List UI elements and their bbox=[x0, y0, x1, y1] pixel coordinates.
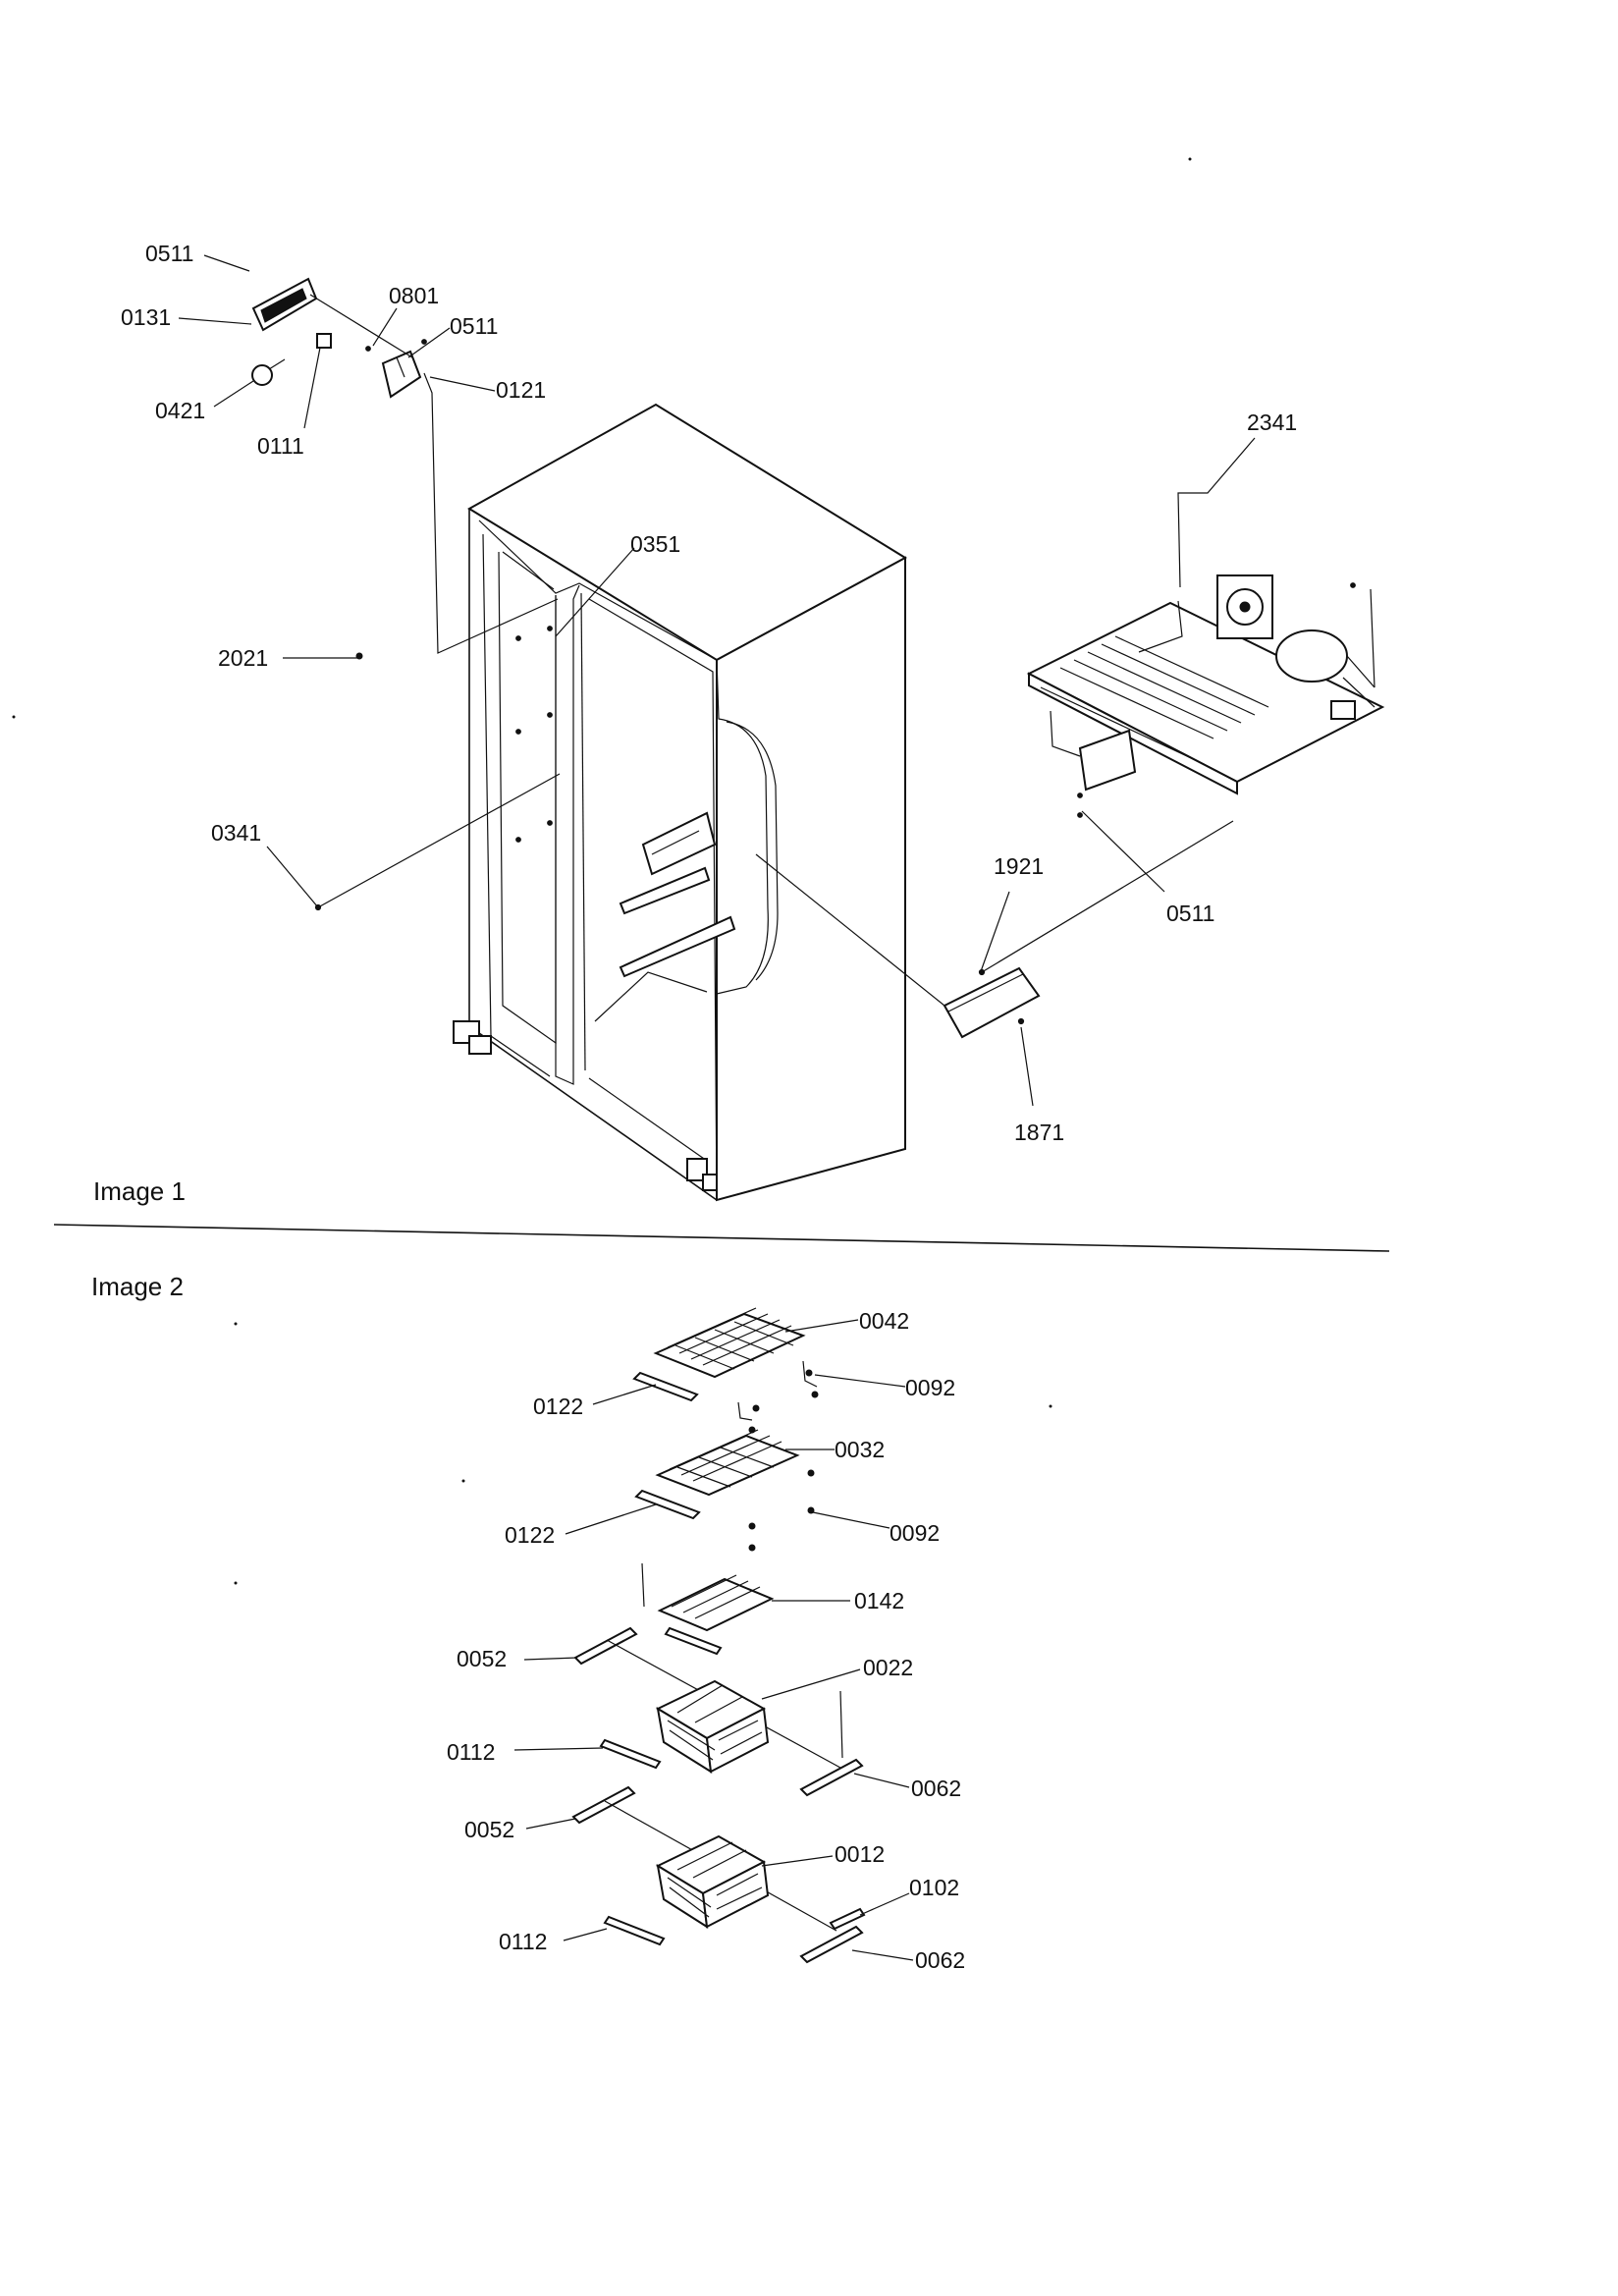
callout-0012: 0012 bbox=[761, 1841, 885, 1867]
callout-0801: 0801 bbox=[372, 283, 439, 347]
callout-0122-top: 0122 bbox=[533, 1384, 657, 1419]
callout-label: 0121 bbox=[496, 377, 546, 403]
section-title-image-2: Image 2 bbox=[91, 1272, 184, 1301]
callout-0122-middle: 0122 bbox=[505, 1503, 657, 1548]
callout-0092-middle: 0092 bbox=[812, 1511, 940, 1546]
callout-0142: 0142 bbox=[772, 1588, 904, 1613]
middle-wire-shelf bbox=[634, 1429, 815, 1552]
callout-label: 0351 bbox=[630, 531, 680, 557]
access-panel bbox=[755, 820, 1234, 1039]
upper-basket-assembly bbox=[573, 1626, 864, 1797]
callout-label: 0112 bbox=[447, 1739, 495, 1765]
callout-label: 0092 bbox=[890, 1520, 940, 1546]
callout-label: 0102 bbox=[909, 1875, 959, 1900]
callout-0112-upper: 0112 bbox=[447, 1739, 604, 1765]
callout-0022: 0022 bbox=[761, 1655, 913, 1700]
callout-label: 0111 bbox=[257, 433, 304, 459]
callout-label: 0511 bbox=[145, 241, 193, 266]
scan-specks bbox=[12, 157, 1192, 1585]
callout-0052-lower: 0052 bbox=[464, 1817, 576, 1842]
callout-label: 0341 bbox=[211, 820, 261, 846]
callout-0032: 0032 bbox=[785, 1437, 885, 1462]
callout-0511-system: 0511 bbox=[1081, 810, 1214, 926]
callout-label: 0142 bbox=[854, 1588, 904, 1613]
callout-0511-light: 0511 bbox=[407, 313, 498, 358]
callout-1921: 1921 bbox=[979, 853, 1044, 975]
callout-0131: 0131 bbox=[121, 304, 252, 330]
small-wire-shelf bbox=[641, 1562, 775, 1656]
callout-0111: 0111 bbox=[257, 347, 321, 459]
callout-label: 0052 bbox=[464, 1817, 514, 1842]
callout-label: 2021 bbox=[218, 645, 268, 671]
callout-label: 0032 bbox=[835, 1437, 885, 1462]
callout-0341: 0341 bbox=[211, 773, 561, 911]
section-divider bbox=[53, 1224, 1390, 1252]
callout-label: 0511 bbox=[1166, 901, 1214, 926]
callout-label: 0122 bbox=[533, 1394, 583, 1419]
callout-label: 0511 bbox=[450, 313, 498, 339]
callout-0102: 0102 bbox=[859, 1875, 959, 1916]
callout-label: 0042 bbox=[859, 1308, 909, 1334]
callout-label: 0801 bbox=[389, 283, 439, 308]
callout-0351: 0351 bbox=[555, 531, 680, 637]
callout-label: 0022 bbox=[863, 1655, 913, 1680]
callout-label: 0052 bbox=[457, 1646, 507, 1671]
callout-0092-top: 0092 bbox=[814, 1374, 955, 1400]
callout-label: 0131 bbox=[121, 304, 171, 330]
callout-2341: 2341 bbox=[1177, 410, 1297, 588]
callout-2021: 2021 bbox=[218, 645, 357, 671]
light-assembly bbox=[251, 277, 559, 660]
callout-label: 0421 bbox=[155, 398, 205, 423]
callout-label: 1921 bbox=[994, 853, 1044, 879]
callout-label: 0122 bbox=[505, 1522, 555, 1548]
callout-0421: 0421 bbox=[155, 380, 254, 423]
callout-0121: 0121 bbox=[429, 376, 546, 403]
callout-label: 0062 bbox=[915, 1947, 965, 1973]
sealed-system-assembly bbox=[1026, 574, 1385, 818]
callout-label: 1871 bbox=[1014, 1120, 1064, 1145]
callout-label: 0062 bbox=[911, 1776, 961, 1801]
callout-label: 0012 bbox=[835, 1841, 885, 1867]
callout-0062-lower: 0062 bbox=[851, 1947, 965, 1973]
callout-0062-upper: 0062 bbox=[853, 1773, 961, 1801]
callout-0112-lower: 0112 bbox=[499, 1928, 608, 1954]
callout-0052-upper: 0052 bbox=[457, 1646, 578, 1671]
section-title-image-1: Image 1 bbox=[93, 1176, 186, 1206]
callout-0042: 0042 bbox=[784, 1308, 909, 1334]
cabinet-assembly bbox=[453, 403, 907, 1202]
lower-basket-assembly bbox=[571, 1785, 866, 1964]
callout-label: 0112 bbox=[499, 1929, 547, 1954]
callout-label: 0092 bbox=[905, 1375, 955, 1400]
callout-0511-top: 0511 bbox=[145, 241, 250, 272]
top-wire-shelf bbox=[632, 1307, 819, 1434]
callout-label: 2341 bbox=[1247, 410, 1297, 435]
callout-1871: 1871 bbox=[1014, 1026, 1064, 1145]
